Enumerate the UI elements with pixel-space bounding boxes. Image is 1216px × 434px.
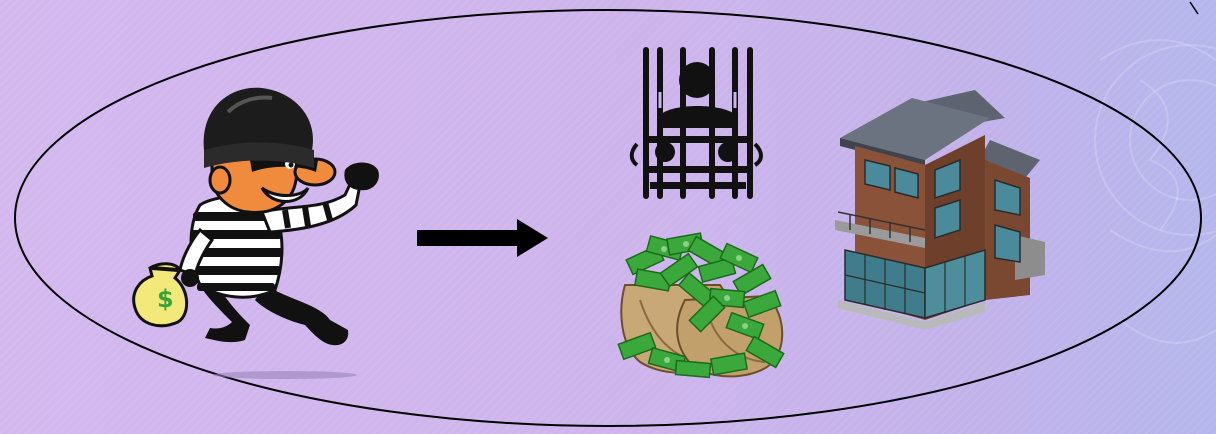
thief-icon: $ (132, 87, 379, 379)
money-bags-icon (617, 232, 785, 379)
arrow-right-icon (417, 219, 548, 257)
thief-money-bag: $ (132, 262, 189, 328)
corner-mark (1189, 1, 1199, 15)
house-icon (835, 90, 1045, 330)
prisoner-behind-bars-icon (629, 47, 763, 199)
svg-text:$: $ (157, 285, 174, 313)
mandala-watermark (1094, 39, 1216, 344)
scene-ellipse (14, 9, 1202, 427)
